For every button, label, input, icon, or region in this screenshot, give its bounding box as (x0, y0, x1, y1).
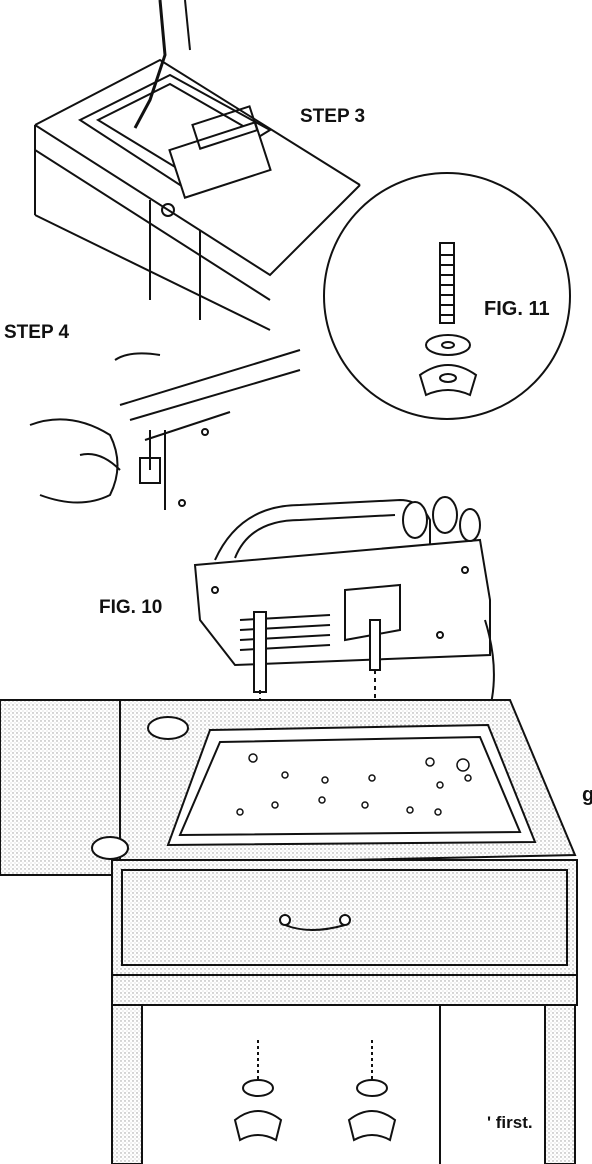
cropped-text-fragment-first: ' first. (487, 1113, 533, 1132)
fig11-label: FIG. 11 (484, 298, 550, 320)
step4-bracket-drawing (29, 349, 301, 510)
sewing-machine-drawing (193, 496, 495, 780)
step4-label: STEP 4 (4, 322, 70, 343)
step3-label: STEP 3 (300, 106, 366, 127)
fig11-circle-detail (323, 172, 571, 420)
fig10-label: FIG. 10 (99, 597, 163, 618)
cabinet-table-drawing (0, 699, 578, 1164)
step3-cabinet-drawing (34, 0, 361, 331)
cropped-text-fragment: g (582, 784, 592, 806)
